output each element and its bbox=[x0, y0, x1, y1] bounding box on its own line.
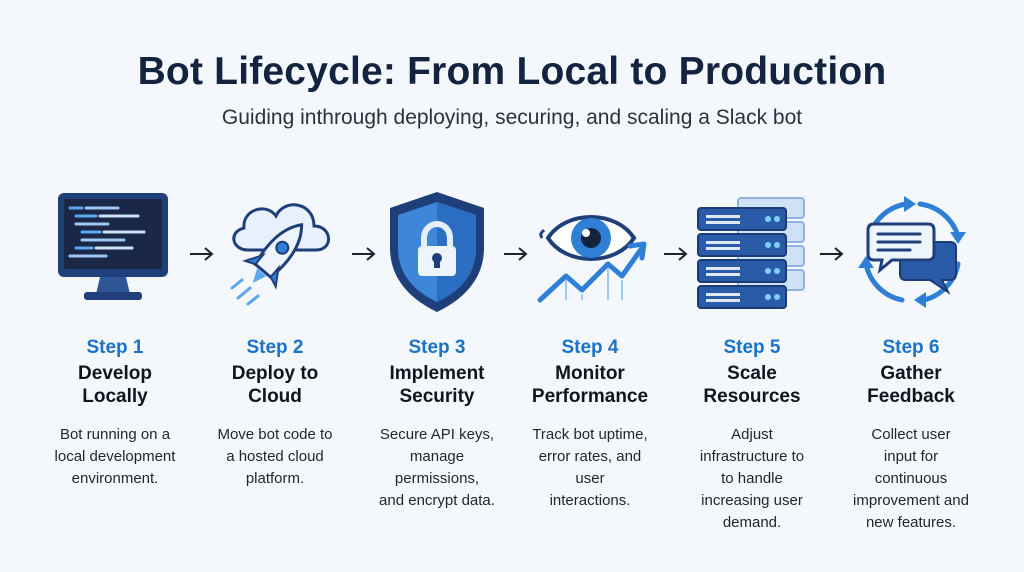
step-title-line: Scale bbox=[727, 363, 777, 384]
step-number: Step 5 bbox=[723, 337, 781, 358]
description-line: Adjust bbox=[731, 426, 773, 443]
step-4: Step 4 Monitor Performance bbox=[515, 336, 665, 408]
description-line: local development bbox=[54, 448, 176, 465]
step-title: Deploy to Cloud bbox=[200, 362, 350, 408]
step-number: Step 6 bbox=[882, 337, 940, 358]
step-title: Gather Feedback bbox=[836, 362, 986, 408]
description-line: user bbox=[575, 470, 605, 487]
flow-arrow-icon bbox=[818, 244, 846, 264]
description-line: Move bot code to bbox=[217, 426, 333, 443]
page-subtitle: Guiding inthrough deploying, securing, a… bbox=[221, 106, 803, 129]
step-number: Step 2 bbox=[246, 337, 304, 358]
step-title: Scale Resources bbox=[677, 362, 827, 408]
step-title: Develop Locally bbox=[40, 362, 190, 408]
description-line: error rates, and bbox=[538, 448, 642, 465]
description-line: infrastructure to bbox=[699, 448, 805, 465]
step-title-line: Security bbox=[399, 386, 475, 407]
description-line: Bot running on a bbox=[59, 426, 171, 443]
description-line: demand. bbox=[722, 514, 782, 531]
monitor-code-icon bbox=[48, 188, 178, 318]
page-title: Bot Lifecycle: From Local to Production bbox=[137, 50, 887, 93]
shield-lock-icon bbox=[372, 188, 502, 318]
step-1: Step 1 Develop Locally bbox=[40, 336, 190, 408]
description-line: Secure API keys, bbox=[379, 426, 495, 443]
step-title-line: Deploy to bbox=[231, 363, 319, 384]
description-line: continuous bbox=[874, 470, 948, 487]
description-line: permissions, bbox=[394, 470, 480, 487]
step-title-line: Performance bbox=[531, 386, 649, 407]
step-3-description: Secure API keys, manage permissions, and… bbox=[362, 424, 512, 512]
step-title-line: Implement bbox=[389, 363, 485, 384]
step-title-line: Feedback bbox=[867, 386, 955, 407]
flow-arrow-icon bbox=[502, 244, 530, 264]
step-title-line: Cloud bbox=[248, 386, 302, 407]
step-title: Monitor Performance bbox=[515, 362, 665, 408]
description-line: manage bbox=[409, 448, 465, 465]
step-3: Step 3 Implement Security bbox=[362, 336, 512, 408]
description-line: new features. bbox=[865, 514, 957, 531]
step-5: Step 5 Scale Resources bbox=[677, 336, 827, 408]
description-line: Track bot uptime, bbox=[532, 426, 648, 443]
description-line: and encrypt data. bbox=[379, 492, 495, 509]
eye-trend-icon bbox=[526, 188, 656, 318]
step-6-description: Collect user input for continuous improv… bbox=[836, 424, 986, 534]
description-line: environment. bbox=[71, 470, 159, 487]
step-4-description: Track bot uptime, error rates, and user … bbox=[515, 424, 665, 512]
rocket-cloud-icon bbox=[210, 188, 340, 318]
step-2: Step 2 Deploy to Cloud bbox=[200, 336, 350, 408]
step-6: Step 6 Gather Feedback bbox=[836, 336, 986, 408]
step-number: Step 1 bbox=[86, 337, 144, 358]
description-line: to handle bbox=[721, 470, 783, 487]
step-number: Step 3 bbox=[408, 337, 466, 358]
server-stack-icon bbox=[690, 188, 820, 318]
step-1-description: Bot running on a local development envir… bbox=[40, 424, 190, 490]
description-line: interactions. bbox=[549, 492, 631, 509]
flow-arrow-icon bbox=[662, 244, 690, 264]
flow-arrow-icon bbox=[350, 244, 378, 264]
description-line: improvement and bbox=[853, 492, 969, 509]
step-title-line: Monitor bbox=[555, 363, 625, 384]
step-title-line: Develop bbox=[78, 363, 152, 384]
description-line: platform. bbox=[245, 470, 305, 487]
step-title-line: Resources bbox=[703, 386, 801, 407]
description-line: Collect user bbox=[871, 426, 951, 443]
step-5-description: Adjust infrastructure to to handle incre… bbox=[677, 424, 827, 534]
flow-arrow-icon bbox=[188, 244, 216, 264]
step-title: Implement Security bbox=[362, 362, 512, 408]
step-number: Step 4 bbox=[561, 337, 619, 358]
chat-cycle-icon bbox=[846, 188, 976, 318]
description-line: a hosted cloud bbox=[226, 448, 324, 465]
step-title-line: Gather bbox=[880, 363, 942, 384]
description-line: input for bbox=[883, 448, 939, 465]
step-title-line: Locally bbox=[82, 386, 148, 407]
description-line: increasing user bbox=[701, 492, 803, 509]
step-2-description: Move bot code to a hosted cloud platform… bbox=[200, 424, 350, 490]
